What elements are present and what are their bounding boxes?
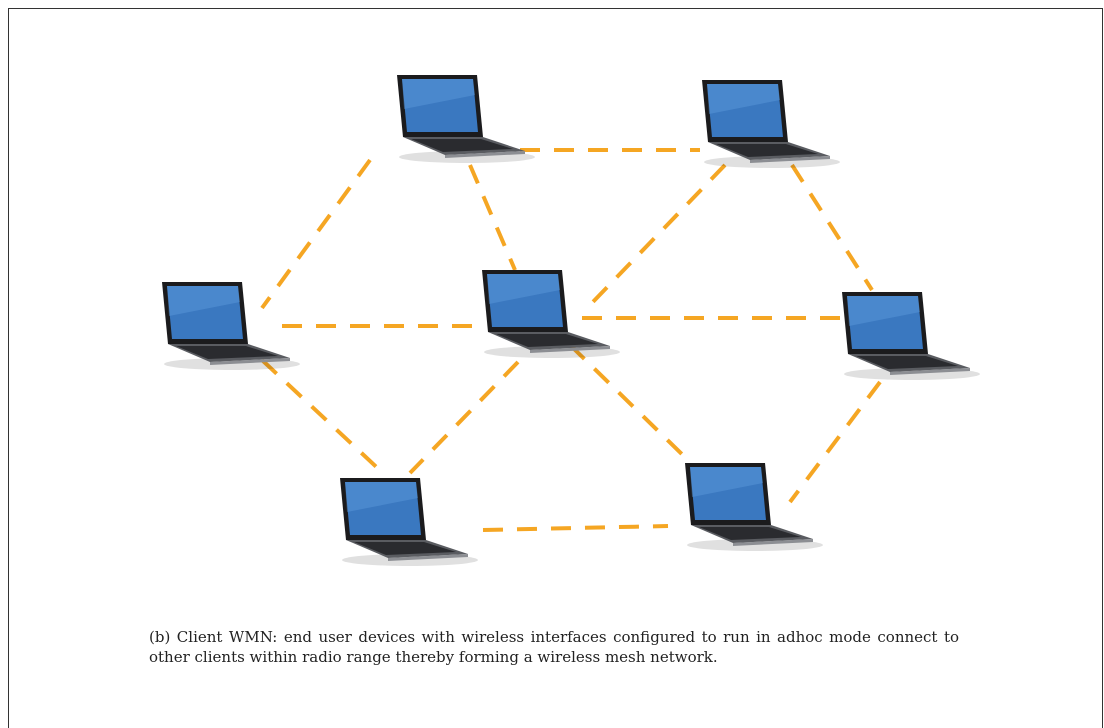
link-bottom-left-to-bottom-right [482,524,669,532]
figure-frame [8,8,1103,728]
link-top-right-to-center [588,163,727,307]
link-top-left-to-left-edge [260,158,372,310]
link-center-to-bottom-right [568,343,692,464]
laptop-icon [162,282,300,370]
figure-caption: (b) Client WMN: end user devices with wi… [149,628,959,666]
link-top-left-to-center [468,164,517,271]
laptop-icon [702,80,840,168]
laptop-icon [397,75,535,163]
laptop-icon [340,478,478,566]
link-top-right-to-middle-right [790,163,874,292]
mesh-network-diagram [162,75,980,566]
laptop-nodes [162,75,980,566]
link-center-to-bottom-left [408,360,520,475]
laptop-icon [685,463,823,551]
link-middle-right-to-bottom-right [788,380,882,504]
link-middle-left-to-bottom-left [260,358,387,477]
mesh-links [260,148,882,532]
laptop-icon [842,292,980,380]
laptop-icon [482,270,620,358]
